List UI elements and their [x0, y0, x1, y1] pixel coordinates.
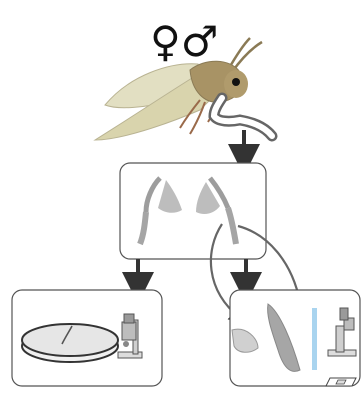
sex-symbols: ♀♂: [150, 17, 218, 66]
stereo-box: [12, 290, 162, 386]
petri-dish-icon: [22, 324, 118, 362]
blue-slide: [312, 308, 317, 370]
glass-slide-icon: [326, 378, 356, 386]
dissected-legs-box: [120, 163, 266, 259]
microscope-box: [230, 290, 360, 386]
